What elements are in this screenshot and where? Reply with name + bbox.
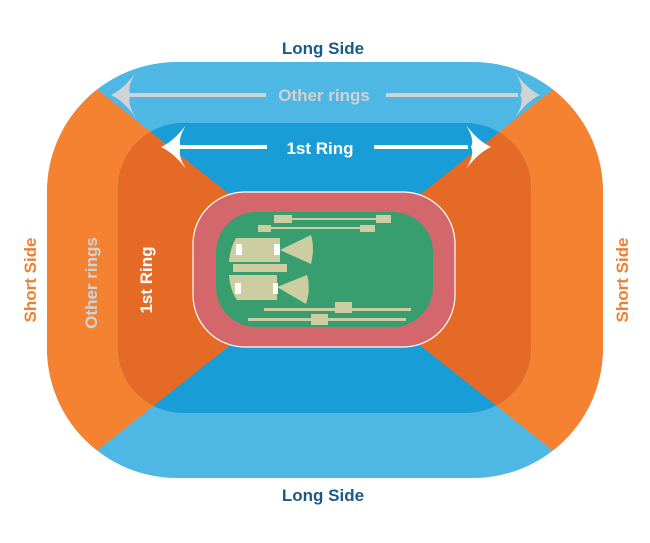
jump-pit (274, 215, 292, 223)
jump-pit (360, 225, 375, 232)
field-markers (235, 244, 280, 294)
jump-pit (376, 215, 391, 223)
short-side-label-left: Short Side (21, 237, 40, 322)
other-rings-label-top: Other rings (278, 86, 370, 105)
landing-mat (233, 264, 287, 272)
runway (292, 218, 376, 220)
arrow-right-icon (515, 72, 540, 118)
arrow-left-icon (161, 125, 186, 169)
right-short-side-other-rings[interactable] (325, 0, 650, 543)
throwing-sector (277, 275, 309, 304)
first-ring-label-top: 1st Ring (286, 139, 353, 158)
long-side-label-top: Long Side (282, 39, 364, 58)
throwing-sector (280, 235, 313, 264)
jump-pit (258, 225, 271, 232)
runway (271, 227, 360, 229)
other-rings-arrow (111, 72, 540, 118)
first-ring-arrow (161, 125, 491, 169)
left-short-side-other-rings[interactable] (0, 0, 325, 543)
first-ring-label-left: 1st Ring (137, 246, 156, 313)
long-side-label-bottom: Long Side (282, 486, 364, 505)
arrow-left-icon (111, 72, 136, 118)
short-side-label-right: Short Side (613, 237, 632, 322)
arrow-right-icon (466, 125, 491, 169)
jump-pit (335, 302, 352, 313)
jump-pit (311, 314, 328, 325)
other-rings-label-left: Other rings (82, 237, 101, 329)
